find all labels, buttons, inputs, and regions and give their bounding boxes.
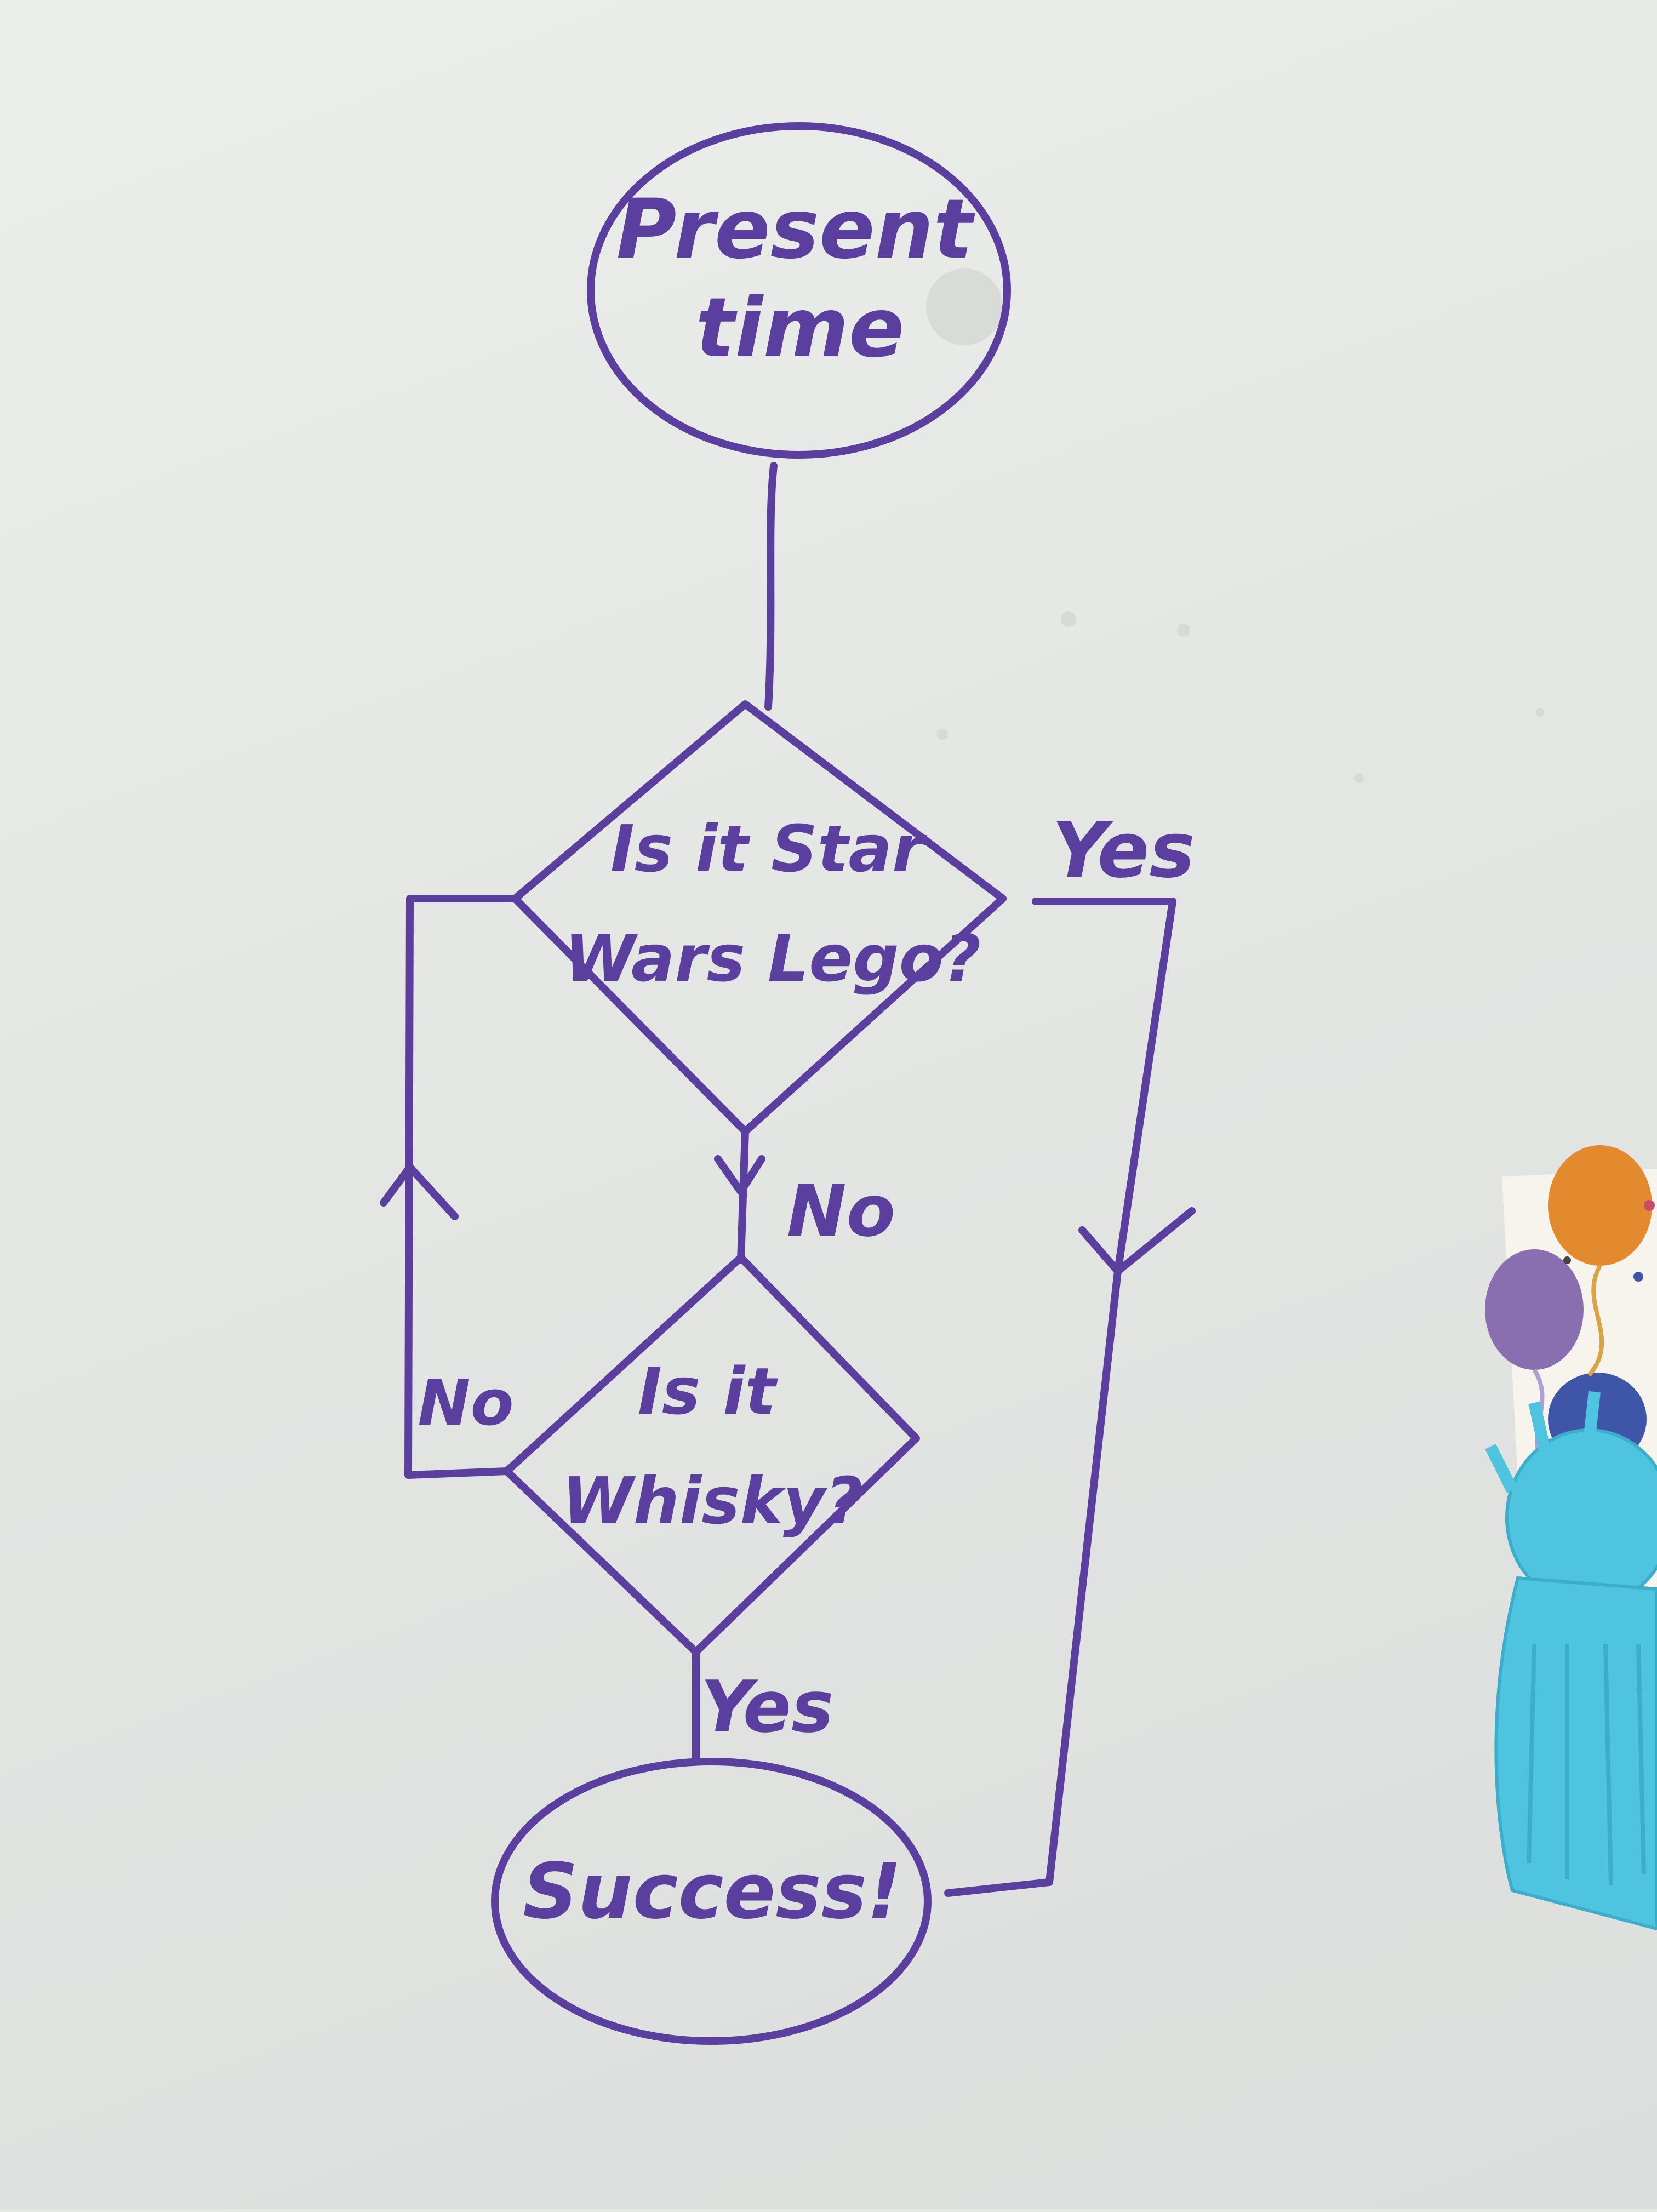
board-smudges bbox=[926, 268, 1544, 783]
connector-whisky-no-loop bbox=[404, 895, 519, 1479]
edge-label-whisky-yes: Yes bbox=[701, 1665, 834, 1748]
decision-whisky-label-line2: Whisky? bbox=[562, 1463, 863, 1539]
connector-lego-yes-route bbox=[944, 898, 1176, 1897]
edge-label-whisky-no: No bbox=[418, 1367, 513, 1440]
yarn-tassel bbox=[1485, 1391, 1657, 1931]
arrowhead-lego-yes bbox=[1078, 1207, 1196, 1275]
end-label: Success! bbox=[523, 1847, 902, 1936]
arrowhead-lego-no bbox=[714, 1155, 765, 1196]
balloon-purple bbox=[1485, 1249, 1584, 1370]
arrowhead-whisky-no bbox=[380, 1163, 459, 1220]
decision-whisky-label-line1: Is it bbox=[638, 1353, 779, 1429]
start-label-line1: Present bbox=[616, 182, 976, 277]
start-node bbox=[587, 122, 1011, 459]
connector-start-to-lego bbox=[764, 462, 778, 711]
balloon-orange bbox=[1548, 1145, 1652, 1266]
connector-lego-no bbox=[737, 1128, 749, 1264]
decision-lego-label-line1: Is it Star bbox=[610, 811, 928, 887]
edge-label-lego-no: No bbox=[787, 1169, 895, 1253]
start-label-line2: time bbox=[695, 281, 904, 376]
edge-label-lego-yes: Yes bbox=[1052, 806, 1195, 895]
decision-whisky-shape bbox=[503, 1254, 920, 1656]
decision-lego-label-line2: Wars Lego? bbox=[564, 921, 981, 996]
decision-lego-shape bbox=[511, 700, 1007, 1135]
end-node bbox=[491, 1758, 932, 2045]
